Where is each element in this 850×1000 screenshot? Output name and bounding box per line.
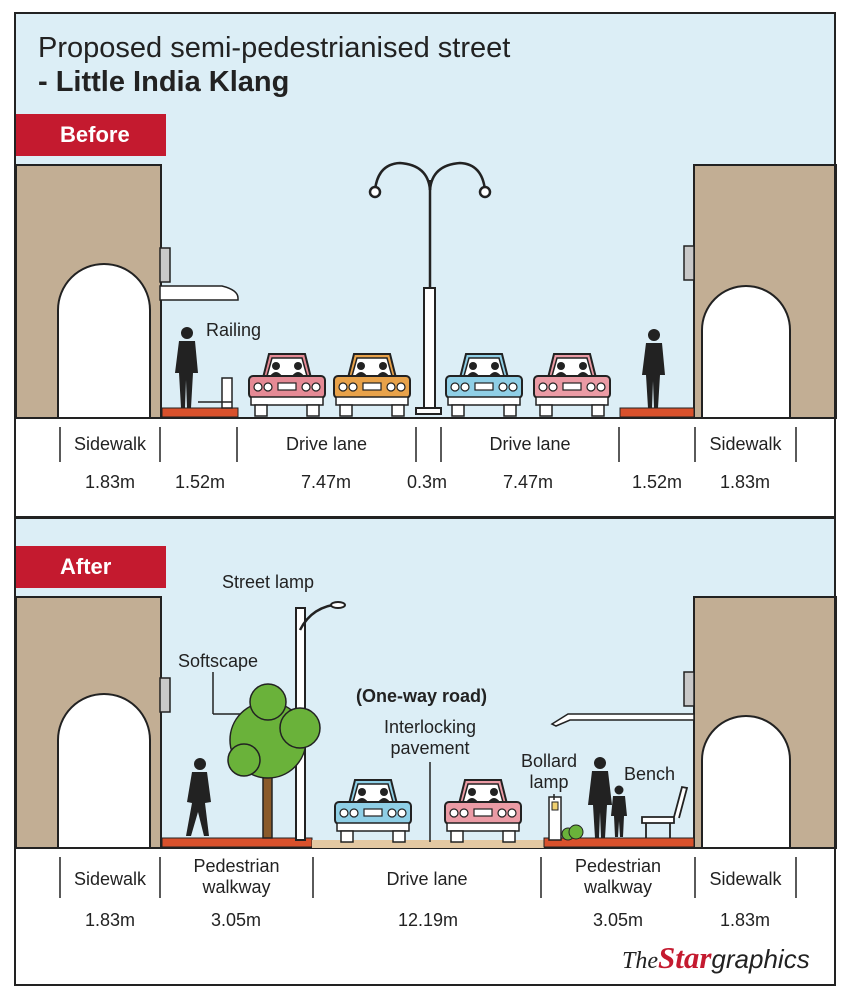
interlocking-pavement [312,840,544,848]
after-tag: After [16,546,166,588]
after-segment-4-label-line-2: walkway [583,877,653,897]
before-segment-2-width: 1.52m [174,472,226,492]
after-segment-1-label: Sidewalk [73,869,147,889]
logo-graphics: graphics [711,944,810,974]
right-building-after [550,596,837,849]
after-segment-3-width: 12.19m [397,910,459,930]
bench-label: Bench [624,764,676,784]
before-segment-5-label: Drive lane [489,434,571,454]
pedestrian-walking [186,758,211,836]
interlocking-label-line-1: Interlocking [383,717,477,737]
right-building [683,164,837,419]
before-segment-1-width: 1.83m [84,472,136,492]
after-segment-2-label: Pedestrian [193,856,280,876]
before-segment-7-width: 1.83m [719,472,771,492]
before-segment-1-label: Sidewalk [73,434,147,454]
left-curb [161,407,239,418]
railing-label: Railing [206,320,262,340]
title-line-1: Proposed semi-pedestrianised street [38,32,511,64]
interlocking-label-line-2: pavement [390,738,470,758]
after-segment-3-label: Drive lane [386,869,468,889]
before-segment-5-width: 7.47m [502,472,554,492]
bollard-label-line-1: Bollard [520,751,578,771]
softscape-tree [227,683,321,839]
central-street-lamp [368,161,492,415]
pedestrian-right [642,329,665,408]
before-car-3 [445,353,523,417]
after-segment-4-width: 3.05m [592,910,644,930]
pedestrian-adult-and-child [588,757,627,838]
bollard-lamp [548,796,562,841]
railing [198,377,233,409]
before-car-2 [333,353,411,417]
before-segment-6-width: 1.52m [631,472,683,492]
bush [561,824,584,841]
left-building [15,164,239,419]
street-lamp-label: Street lamp [222,572,315,592]
before-car-1 [248,353,326,417]
bollard-label-line-2: lamp [529,772,569,792]
before-car-4 [533,353,611,417]
after-segment-2-label-line-2: walkway [202,877,271,897]
outer-frame [14,12,836,986]
after-segment-5-label: Sidewalk [709,869,782,889]
before-segment-7-label: Sidewalk [709,434,782,454]
before-segment-3-label: Drive lane [285,434,368,454]
after-segment-5-width: 1.83m [719,910,771,930]
softscape-label: Softscape [178,651,259,671]
before-segment-4-width: 0.3m [406,472,448,492]
the-star-graphics-logo: TheStargraphics [622,940,810,980]
left-building-after [15,596,171,849]
title-line-2: - Little India Klang [38,66,290,98]
after-segment-1-width: 1.83m [84,910,136,930]
pedestrian-left [175,327,198,408]
after-segment-2-width: 3.05m [210,910,262,930]
logo-star: Star [658,940,712,975]
after-car-1 [334,779,412,843]
right-walkway-paving [543,837,695,848]
panel-divider [16,516,836,519]
before-tag: Before [16,114,166,156]
after-segment-4-label: Pedestrian [574,856,662,876]
bench [641,785,689,838]
one-way-road-label: (One-way road) [356,686,488,706]
before-segment-3-width: 7.47m [300,472,352,492]
logo-the: The [622,948,658,974]
after-car-2 [444,779,522,843]
